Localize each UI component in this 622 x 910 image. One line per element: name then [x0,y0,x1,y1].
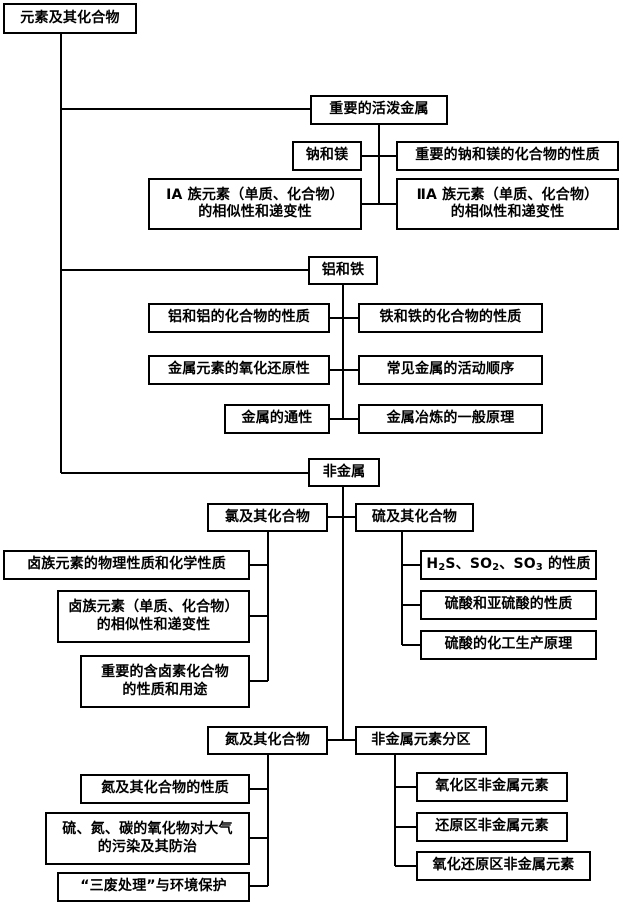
node-nitrogen-child-3-label: “三废处理”与环境保护 [80,878,227,895]
node-chlorine-child-2-line2: 的相似性和递变性 [96,616,211,633]
node-sodium-magnesium[interactable]: 钠和镁 [292,141,362,171]
node-nitrogen-child-1-label: 氮及其化合物的性质 [101,780,229,797]
node-active-metals-label: 重要的活泼金属 [329,101,429,118]
node-aluminium-iron-label: 铝和铁 [321,261,365,278]
node-chlorine-child-3[interactable]: 重要的含卤素化合物 的性质和用途 [80,655,250,708]
node-al-right-1-label: 铁和铁的化合物的性质 [379,309,522,326]
node-sodium-magnesium-compounds-label: 重要的钠和镁的化合物的性质 [415,147,600,164]
node-al-right-2[interactable]: 常见金属的活动顺序 [358,355,543,385]
node-group-ia-text: ⅠA 族元素（单质、化合物） 的相似性和递变性 [154,187,356,222]
node-al-left-2[interactable]: 金属元素的氧化还原性 [148,355,330,385]
node-nitrogen-child-2[interactable]: 硫、氮、碳的氧化物对大气 的污染及其防治 [45,812,250,865]
node-nonmetals-label: 非金属 [322,463,366,480]
node-chlorine-child-1-label: 卤族元素的物理性质和化学性质 [27,556,226,573]
node-nitrogen-child-3[interactable]: “三废处理”与环境保护 [57,872,250,902]
node-group-ia-line1: ⅠA 族元素（单质、化合物） [166,186,344,203]
node-chlorine-child-3-line1: 重要的含卤素化合物 [101,664,229,680]
node-root[interactable]: 元素及其化合物 [3,3,137,34]
node-al-left-3-label: 金属的通性 [241,410,313,427]
node-al-right-3-label: 金属冶炼的一般原理 [386,410,515,427]
node-zone-child-3[interactable]: 氧化还原区非金属元素 [416,851,591,881]
node-zone-child-3-label: 氧化还原区非金属元素 [432,857,575,874]
node-active-metals[interactable]: 重要的活泼金属 [310,95,448,125]
node-chlorine-child-1[interactable]: 卤族元素的物理性质和化学性质 [3,550,250,580]
node-sulfur-child-2-label: 硫酸和亚硫酸的性质 [444,596,573,613]
node-chlorine-child-2-line1: 卤族元素（单质、化合物） [68,599,239,615]
node-al-left-2-label: 金属元素的氧化还原性 [168,361,310,378]
node-sodium-magnesium-compounds[interactable]: 重要的钠和镁的化合物的性质 [396,141,619,171]
node-nitrogen-child-2-line1: 硫、氮、碳的氧化物对大气 [62,821,233,837]
node-sulfur-child-1[interactable]: H2S、SO2、SO3 的性质 [420,550,597,580]
node-chlorine-child-2[interactable]: 卤族元素（单质、化合物） 的相似性和递变性 [57,590,250,643]
node-al-left-3[interactable]: 金属的通性 [224,404,330,434]
node-sulfur[interactable]: 硫及其化合物 [355,503,474,532]
node-zones-label: 非金属元素分区 [371,731,471,748]
node-chlorine-child-3-text: 重要的含卤素化合物 的性质和用途 [86,664,244,699]
node-sodium-magnesium-label: 钠和镁 [305,147,349,164]
node-nitrogen-child-2-line2: 的污染及其防治 [97,838,198,855]
node-nitrogen-child-2-text: 硫、氮、碳的氧化物对大气 的污染及其防治 [51,821,244,856]
node-sulfur-child-1-label: H2S、SO2、SO3 的性质 [426,555,591,573]
node-nitrogen-label: 氮及其化合物 [224,731,311,748]
node-chlorine-child-3-line2: 的性质和用途 [122,681,208,698]
node-sulfur-child-2[interactable]: 硫酸和亚硫酸的性质 [420,590,597,620]
node-sulfur-label: 硫及其化合物 [371,508,458,525]
node-chlorine-child-2-text: 卤族元素（单质、化合物） 的相似性和递变性 [63,599,244,634]
node-al-right-2-label: 常见金属的活动顺序 [386,361,515,378]
node-nitrogen-child-1[interactable]: 氮及其化合物的性质 [80,774,250,804]
node-chlorine[interactable]: 氯及其化合物 [207,503,328,532]
node-chlorine-label: 氯及其化合物 [224,508,311,525]
node-nonmetals[interactable]: 非金属 [308,458,380,487]
node-group-ia-line2: 的相似性和递变性 [198,204,312,220]
node-al-left-1[interactable]: 铝和铝的化合物的性质 [148,303,330,333]
node-al-left-1-label: 铝和铝的化合物的性质 [168,309,310,326]
node-group-ia[interactable]: ⅠA 族元素（单质、化合物） 的相似性和递变性 [148,178,362,230]
node-zone-child-2-label: 还原区非金属元素 [435,818,549,835]
node-root-label: 元素及其化合物 [20,9,120,26]
node-aluminium-iron[interactable]: 铝和铁 [308,256,378,285]
node-group-iia-line1: ⅡA 族元素（单质、化合物） [416,186,599,203]
node-zone-child-1-label: 氧化区非金属元素 [435,778,549,795]
node-sulfur-child-3-label: 硫酸的化工生产原理 [444,636,573,653]
node-group-iia[interactable]: ⅡA 族元素（单质、化合物） 的相似性和递变性 [396,178,619,230]
node-nitrogen[interactable]: 氮及其化合物 [207,726,328,755]
node-zones[interactable]: 非金属元素分区 [355,726,487,755]
node-al-right-3[interactable]: 金属冶炼的一般原理 [358,404,543,434]
node-zone-child-1[interactable]: 氧化区非金属元素 [416,772,568,802]
node-sulfur-child-3[interactable]: 硫酸的化工生产原理 [420,630,597,660]
node-zone-child-2[interactable]: 还原区非金属元素 [416,812,568,842]
node-group-iia-line2: 的相似性和递变性 [450,204,565,220]
node-al-right-1[interactable]: 铁和铁的化合物的性质 [358,303,543,333]
node-group-iia-text: ⅡA 族元素（单质、化合物） 的相似性和递变性 [402,187,613,222]
